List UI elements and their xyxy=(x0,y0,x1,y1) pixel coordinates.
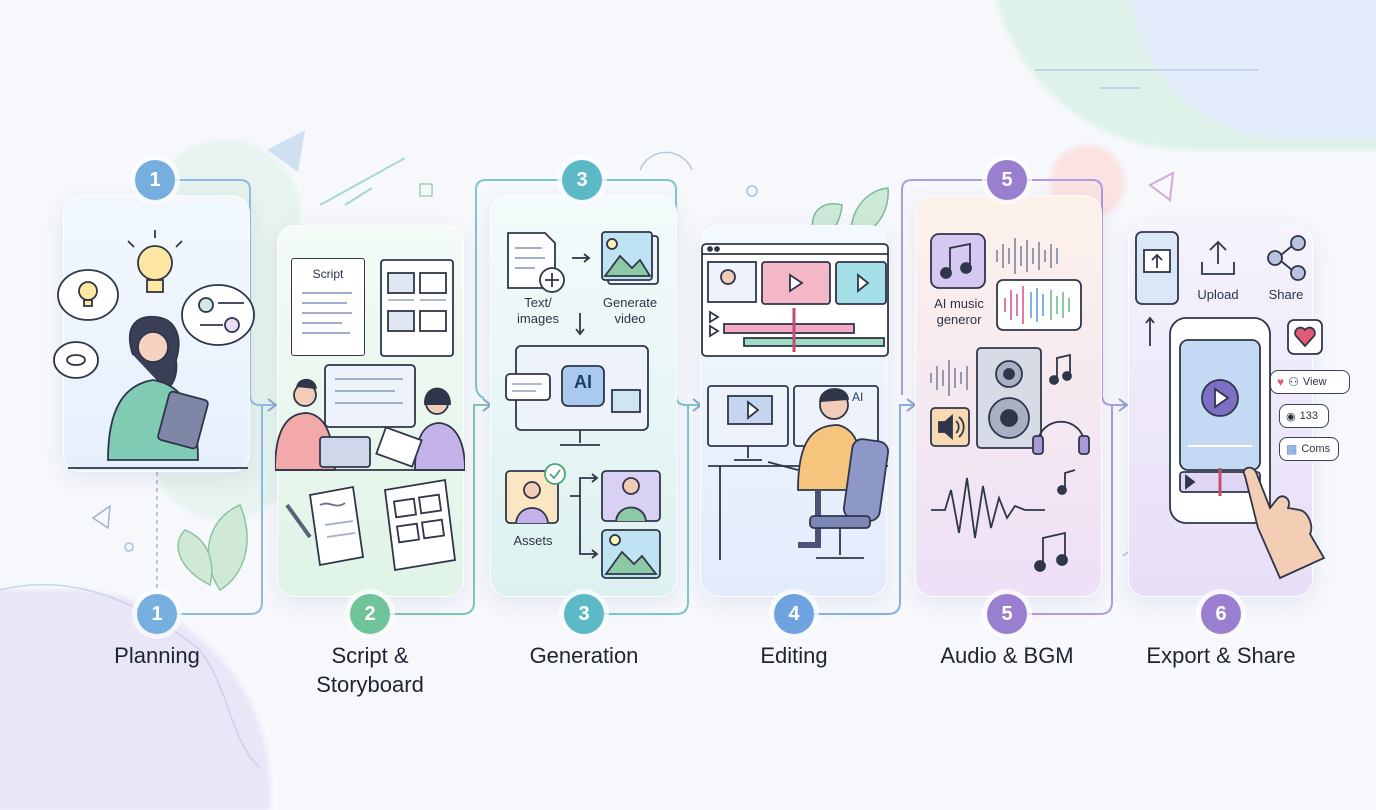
audio-illustration xyxy=(930,233,1090,572)
ai-label: AI xyxy=(574,372,592,392)
heart-icon: ♥ xyxy=(1277,375,1285,389)
step-badge-6: 6 xyxy=(1201,594,1241,634)
step-label-audio-bgm: Audio & BGM xyxy=(940,643,1074,668)
share-label: Share xyxy=(1268,287,1304,302)
step-badge-1: 1 xyxy=(137,594,177,634)
step-badge-4: 4 xyxy=(774,594,814,634)
step-badge-5: 5 xyxy=(987,594,1027,634)
view-label: View xyxy=(1302,376,1327,388)
top-badge-3: 3 xyxy=(562,160,602,200)
generation-illustration xyxy=(505,231,661,579)
step-label-generation: Generation xyxy=(529,643,639,668)
count-pill: ◉ 133 xyxy=(1279,404,1329,428)
script-doc-title: Script xyxy=(312,267,344,281)
step-label-export-share: Export & Share xyxy=(1146,643,1296,668)
count-label: 133 xyxy=(1299,410,1318,422)
step-badge-2: 2 xyxy=(350,594,390,634)
assets-label: Assets xyxy=(513,533,553,548)
step-label-script-storyboard: Script & Storyboard xyxy=(316,643,424,697)
view-pill: ♥ ⚇ View xyxy=(1270,370,1350,394)
comments-pill: ▩ Coms xyxy=(1279,437,1339,461)
script-doc: Script xyxy=(291,258,365,356)
storyboard-illustration xyxy=(275,259,465,572)
comment-icon: ▩ xyxy=(1286,442,1298,456)
top-badge-5: 5 xyxy=(987,160,1027,200)
people-icon: ⚇ xyxy=(1288,375,1299,389)
planning-illustration xyxy=(53,230,255,469)
step-badge-3: 3 xyxy=(564,594,604,634)
top-badge-1: 1 xyxy=(135,160,175,200)
eye-icon: ◉ xyxy=(1286,410,1296,423)
step-label-editing: Editing xyxy=(760,643,828,668)
comments-label: Coms xyxy=(1301,443,1331,455)
flow-connectors xyxy=(156,179,1222,615)
upload-label: Upload xyxy=(1197,287,1239,302)
editing-ai-tag: AI xyxy=(852,390,864,404)
editing-illustration xyxy=(701,243,889,560)
ai-music-label: AI music generor xyxy=(934,296,984,327)
export-illustration xyxy=(1135,231,1326,580)
generate-video-label: Generate video xyxy=(602,295,658,326)
step-label-planning: Planning xyxy=(114,643,200,668)
text-images-label: Text/ images xyxy=(517,295,559,326)
